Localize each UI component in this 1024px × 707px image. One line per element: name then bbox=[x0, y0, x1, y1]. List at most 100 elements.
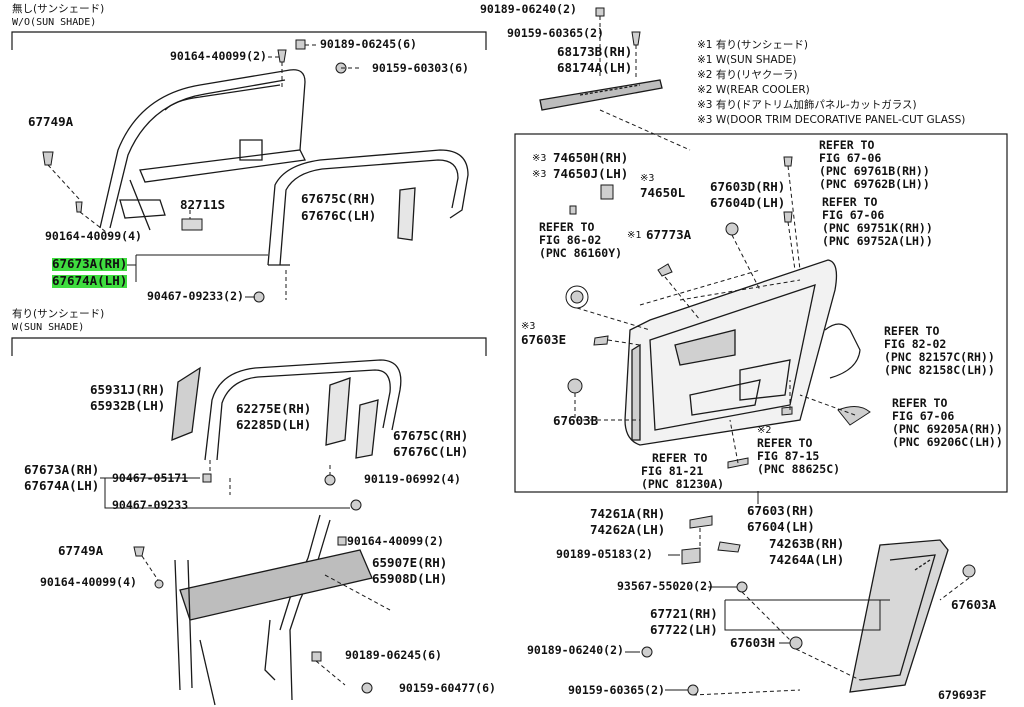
part-label-highlighted[interactable]: 67673A(RH) bbox=[52, 256, 128, 271]
part-label[interactable]: 90467-09233 bbox=[112, 498, 189, 512]
part-label[interactable]: 90159-60303(6) bbox=[372, 61, 469, 75]
part-label[interactable]: 67603E bbox=[521, 332, 567, 347]
part-label[interactable]: 74650L bbox=[640, 185, 686, 200]
part-label-highlighted[interactable]: 67674A(LH) bbox=[52, 273, 128, 288]
part-label[interactable]: 65931J(RH) bbox=[90, 382, 166, 397]
refer-label[interactable]: (PNC 69752A(LH)) bbox=[822, 234, 933, 248]
marker: ※1 bbox=[627, 230, 642, 241]
figure-code: 679693F bbox=[938, 688, 987, 702]
marker: ※3 bbox=[532, 169, 547, 180]
refer-label[interactable]: REFER TO bbox=[884, 324, 940, 338]
refer-label[interactable]: FIG 67-06 bbox=[819, 151, 882, 165]
note-1-en: ※1 W(SUN SHADE) bbox=[697, 54, 797, 66]
part-label[interactable]: 67603H bbox=[730, 635, 776, 650]
part-label[interactable]: 90164-40099(4) bbox=[45, 229, 142, 243]
part-label[interactable]: 67673A(RH) bbox=[24, 462, 100, 477]
refer-label[interactable]: FIG 86-02 bbox=[539, 233, 602, 247]
part-label[interactable]: 90164-40099(4) bbox=[40, 575, 137, 589]
part-label[interactable]: 67773A bbox=[646, 227, 692, 242]
section-w-sunshade-jp: 有り(サンシェード) bbox=[12, 308, 105, 320]
part-label[interactable]: 74262A(LH) bbox=[590, 522, 666, 537]
part-label[interactable]: 90189-06245(6) bbox=[345, 648, 442, 662]
part-label[interactable]: 67675C(RH) bbox=[393, 428, 469, 443]
section-w-sunshade-en: W(SUN SHADE) bbox=[12, 322, 85, 333]
part-label[interactable]: 90189-05183(2) bbox=[556, 547, 653, 561]
part-label[interactable]: 74264A(LH) bbox=[769, 552, 845, 567]
refer-label[interactable]: (PNC 69205A(RH)) bbox=[892, 422, 1003, 436]
part-label[interactable]: 90119-06992(4) bbox=[364, 472, 461, 486]
part-label[interactable]: 90164-40099(2) bbox=[170, 49, 267, 63]
trim-assembly-box bbox=[514, 133, 1008, 493]
refer-label[interactable]: (PNC 69751K(RH)) bbox=[822, 221, 933, 235]
refer-label[interactable]: FIG 87-15 bbox=[757, 449, 820, 463]
refer-label[interactable]: FIG 81-21 bbox=[641, 464, 704, 478]
refer-label[interactable]: (PNC 69206C(LH)) bbox=[892, 435, 1003, 449]
part-label[interactable]: 74650J(LH) bbox=[553, 166, 629, 181]
refer-label[interactable]: FIG 67-06 bbox=[822, 208, 885, 222]
part-label[interactable]: 65932B(LH) bbox=[90, 398, 166, 413]
refer-label[interactable]: (PNC 86160Y) bbox=[539, 246, 623, 260]
part-label[interactable]: 67749A bbox=[28, 114, 74, 129]
part-label[interactable]: 74650H(RH) bbox=[553, 150, 629, 165]
part-label[interactable]: 67722(LH) bbox=[650, 622, 718, 637]
part-label[interactable]: 67603B bbox=[553, 413, 599, 428]
part-label[interactable]: 62275E(RH) bbox=[236, 401, 312, 416]
part-label[interactable]: 68173B(RH) bbox=[557, 44, 633, 59]
refer-label[interactable]: (PNC 81230A) bbox=[641, 477, 725, 491]
refer-label[interactable]: REFER TO bbox=[652, 451, 708, 465]
part-label[interactable]: 67603A bbox=[951, 597, 997, 612]
part-label[interactable]: 67676C(LH) bbox=[393, 444, 469, 459]
part-label[interactable]: 90189-06245(6) bbox=[320, 37, 417, 51]
belt-moulding bbox=[539, 79, 663, 111]
part-label[interactable]: 67721(RH) bbox=[650, 606, 718, 621]
part-label[interactable]: 74263B(RH) bbox=[769, 536, 845, 551]
part-label[interactable]: 90164-40099(2) bbox=[347, 534, 444, 548]
part-label[interactable]: 62285D(LH) bbox=[236, 417, 312, 432]
refer-label[interactable]: (PNC 88625C) bbox=[757, 462, 841, 476]
part-label[interactable]: 90189-06240(2) bbox=[527, 643, 624, 657]
refer-label[interactable]: (PNC 82158C(LH)) bbox=[884, 363, 995, 377]
part-label[interactable]: 65907E(RH) bbox=[372, 555, 448, 570]
part-label[interactable]: 90467-09233(2) bbox=[147, 289, 244, 303]
window-regulator bbox=[174, 514, 373, 706]
part-label[interactable]: 67676C(LH) bbox=[301, 208, 377, 223]
marker: ※2 bbox=[757, 425, 772, 436]
part-label[interactable]: 67749A bbox=[58, 543, 104, 558]
part-label[interactable]: 90467-05171 bbox=[112, 471, 189, 485]
section-bracket-top bbox=[11, 31, 487, 50]
part-label[interactable]: 67603D(RH) bbox=[710, 179, 786, 194]
part-label[interactable]: 93567-55020(2) bbox=[617, 579, 714, 593]
door-frame-top bbox=[99, 69, 306, 231]
part-label[interactable]: 67604(LH) bbox=[747, 519, 815, 534]
part-label[interactable]: 90159-60365(2) bbox=[507, 26, 604, 40]
section-wo-sunshade-en: W/O(SUN SHADE) bbox=[12, 17, 97, 28]
part-label[interactable]: 90189-06240(2) bbox=[480, 2, 577, 16]
note-3-en: ※3 W(DOOR TRIM DECORATIVE PANEL-CUT GLAS… bbox=[697, 114, 966, 126]
part-label[interactable]: 67675C(RH) bbox=[301, 191, 377, 206]
refer-label[interactable]: REFER TO bbox=[892, 396, 948, 410]
marker: ※3 bbox=[640, 173, 655, 184]
refer-label[interactable]: FIG 82-02 bbox=[884, 337, 947, 351]
part-label[interactable]: 67674A(LH) bbox=[24, 478, 100, 493]
armrest-assembly bbox=[849, 539, 949, 693]
refer-label[interactable]: (PNC 69761B(RH)) bbox=[819, 164, 930, 178]
part-label[interactable]: 67603(RH) bbox=[747, 503, 815, 518]
note-1-jp: ※1 有り(サンシェード) bbox=[697, 39, 809, 51]
part-label[interactable]: 65908D(LH) bbox=[372, 571, 448, 586]
part-label[interactable]: 90159-60365(2) bbox=[568, 683, 665, 697]
part-label[interactable]: 82711S bbox=[180, 197, 226, 212]
refer-label[interactable]: FIG 67-06 bbox=[892, 409, 955, 423]
refer-label[interactable]: REFER TO bbox=[819, 138, 875, 152]
part-label[interactable]: 68174A(LH) bbox=[557, 60, 633, 75]
refer-label[interactable]: REFER TO bbox=[757, 436, 813, 450]
refer-label[interactable]: REFER TO bbox=[539, 220, 595, 234]
part-label[interactable]: 90159-60477(6) bbox=[399, 681, 496, 695]
refer-label[interactable]: (PNC 82157C(RH)) bbox=[884, 350, 995, 364]
part-label[interactable]: 74261A(RH) bbox=[590, 506, 666, 521]
section-bracket-bottom bbox=[11, 337, 487, 356]
refer-label[interactable]: (PNC 69762B(LH)) bbox=[819, 177, 930, 191]
note-2-en: ※2 W(REAR COOLER) bbox=[697, 84, 810, 96]
refer-label[interactable]: REFER TO bbox=[822, 195, 878, 209]
part-label[interactable]: 67604D(LH) bbox=[710, 195, 786, 210]
